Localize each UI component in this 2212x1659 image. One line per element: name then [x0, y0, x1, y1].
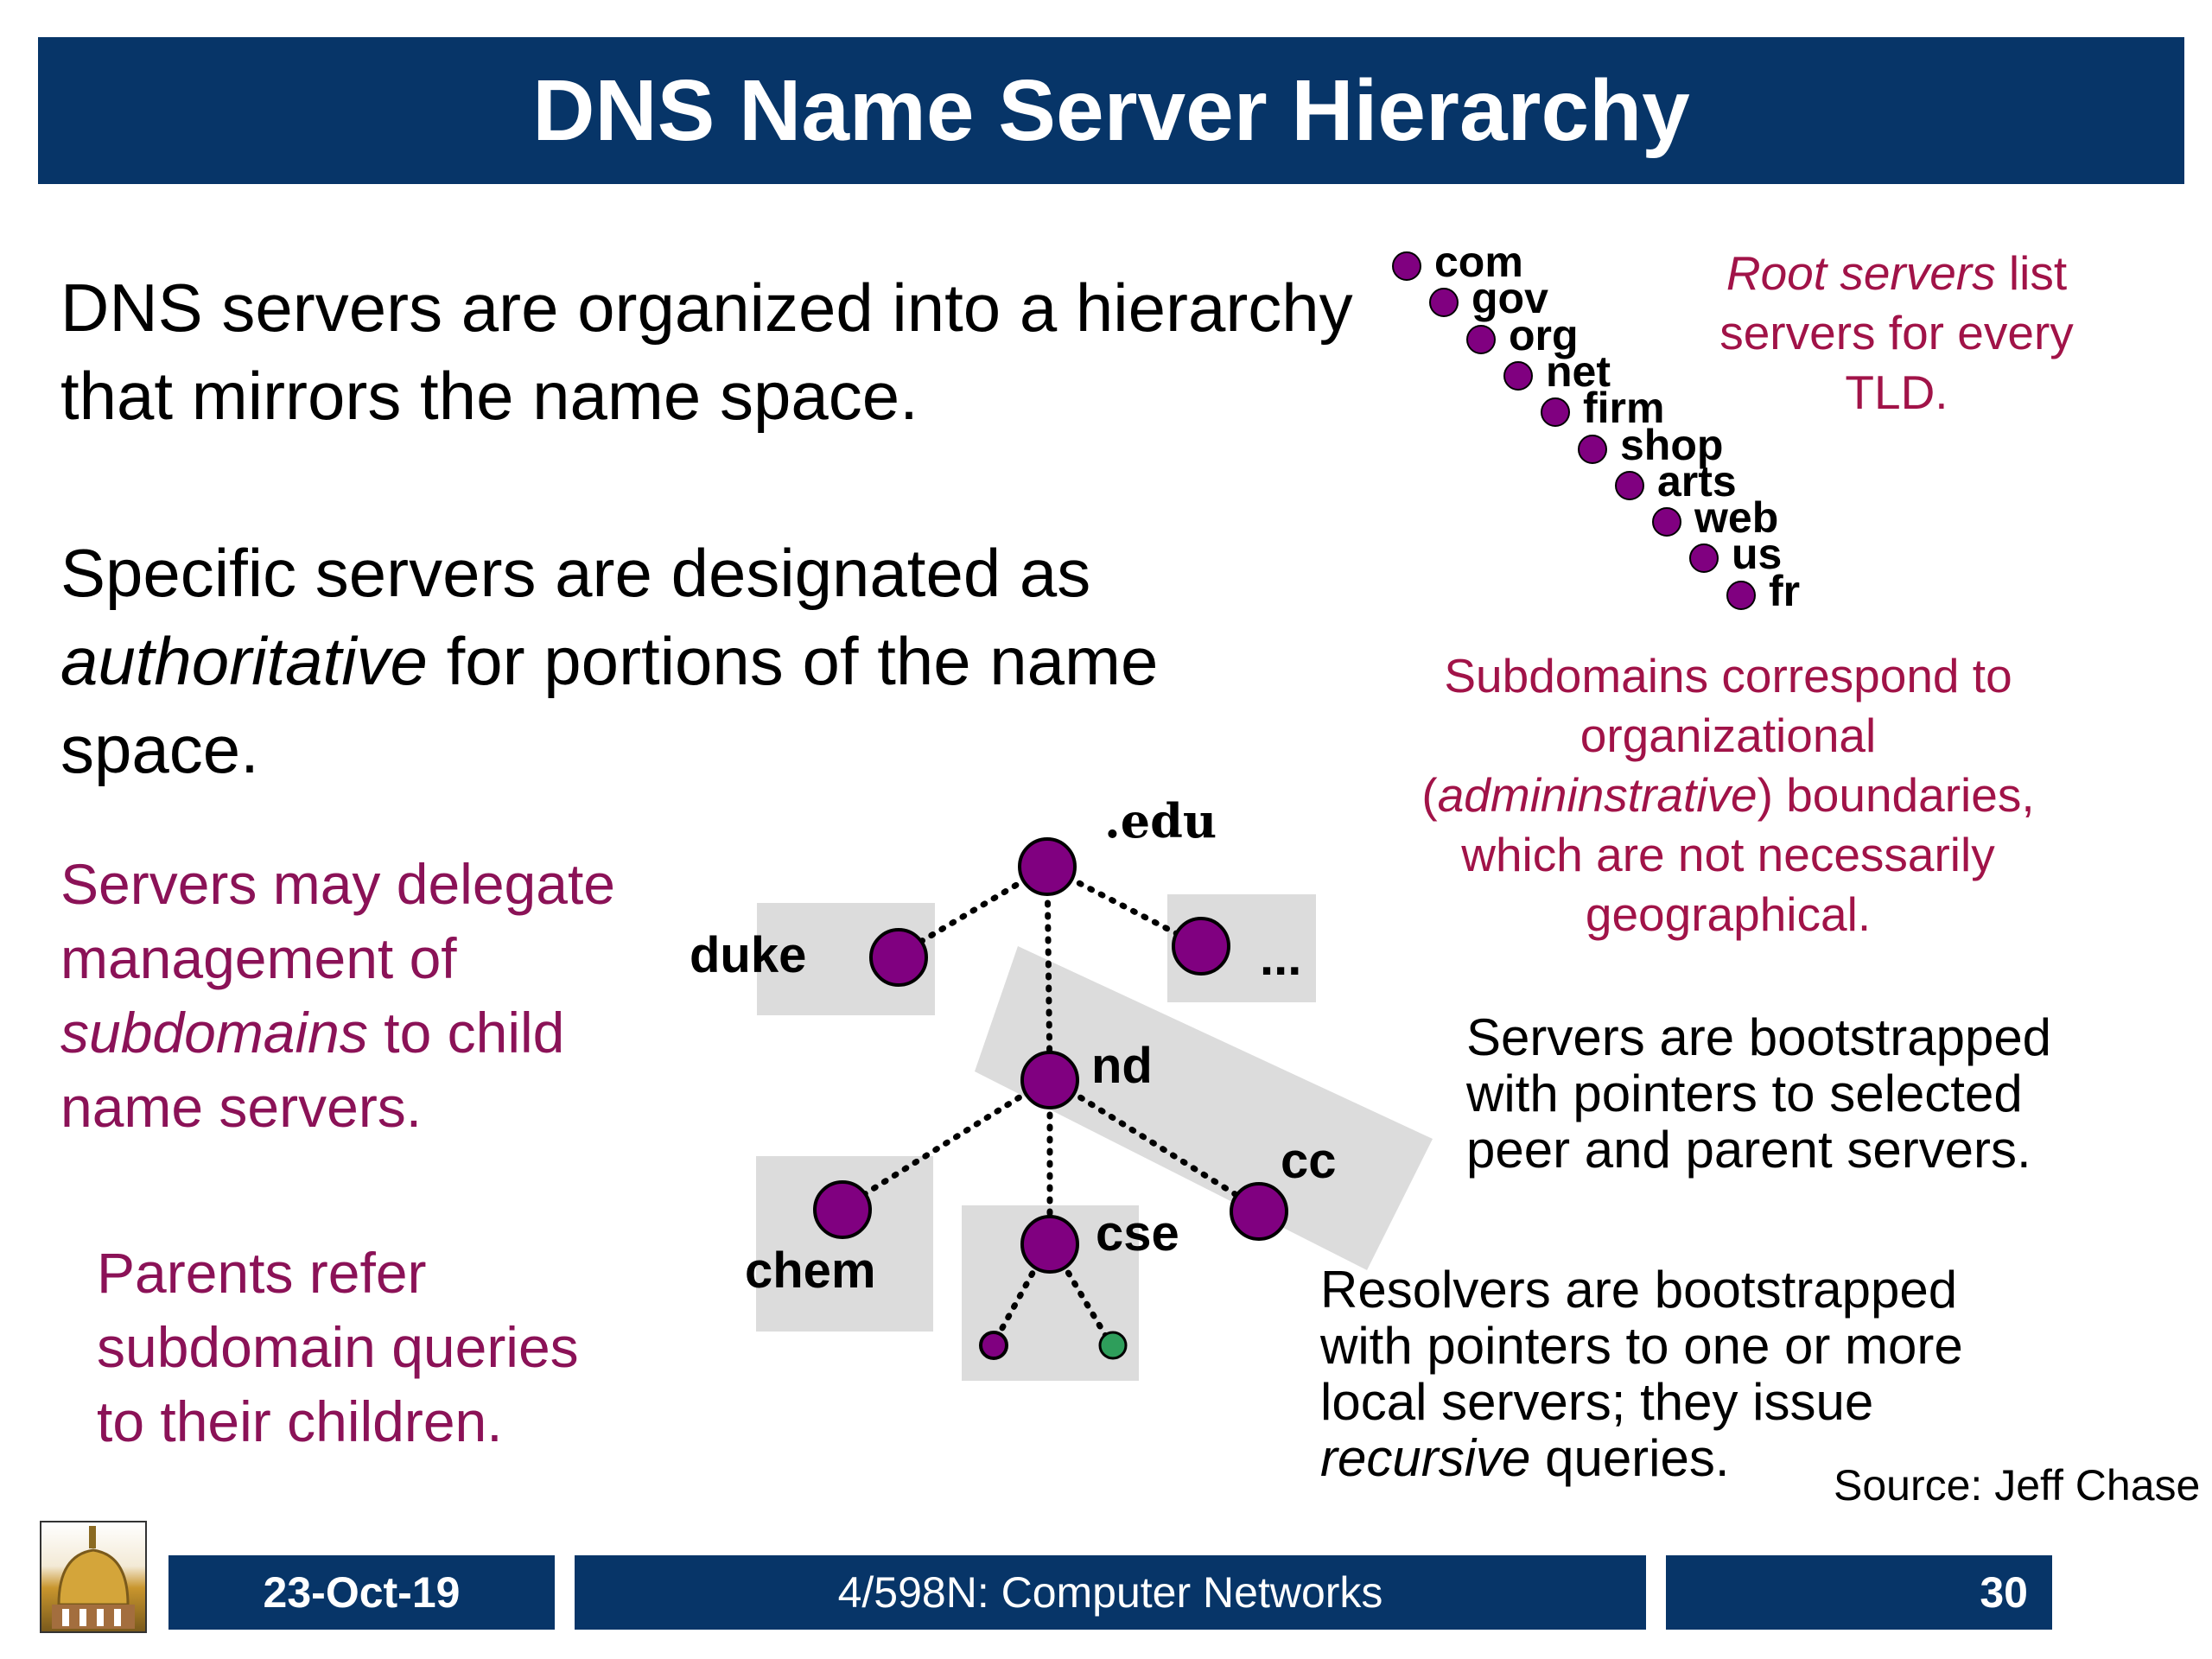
nd-cc-shade-box: [975, 946, 1433, 1270]
tld-node-7: [1652, 507, 1681, 537]
edge-nd-chem: [839, 1075, 1053, 1211]
parents-line-1: Parents refer: [97, 1241, 427, 1305]
tld-label: firm: [1583, 384, 1665, 433]
delegate-line-4: name servers.: [60, 1075, 423, 1139]
authoritative-line-3: space.: [60, 711, 259, 787]
bootstrap-line-3: peer and parent servers.: [1466, 1121, 2031, 1179]
bootstrap-line-2: with pointers to selected: [1466, 1065, 2023, 1122]
tld-label: org: [1509, 310, 1579, 359]
resolvers-rest: queries.: [1530, 1429, 1730, 1487]
dome-logo: [40, 1521, 147, 1633]
delegate-note: Servers may delegate management of subdo…: [60, 847, 615, 1144]
tld-label: com: [1434, 238, 1523, 286]
parents-note: Parents refer subdomain queries to their…: [97, 1236, 579, 1459]
bootstrap-note: Servers are bootstrapped with pointers t…: [1466, 1009, 2051, 1178]
footer-course: 4/598N: Computer Networks: [575, 1555, 1646, 1630]
tld-label: gov: [1471, 274, 1548, 323]
duke-node: [869, 928, 928, 987]
delegate-line-2: management of: [60, 926, 457, 990]
bootstrap-line-1: Servers are bootstrapped: [1466, 1008, 2052, 1066]
tld-label: net: [1546, 346, 1611, 396]
parents-line-2: subdomain queries: [97, 1315, 579, 1379]
authoritative-rest: for portions of the name: [427, 623, 1159, 699]
subdomains-line-4: which are not necessarily: [1461, 828, 1995, 881]
tld-label: fr: [1769, 566, 1801, 615]
cse-label: cse: [1096, 1205, 1179, 1262]
slide-title: DNS Name Server Hierarchy: [532, 62, 1690, 159]
resolvers-line-2: with pointers to one or more: [1320, 1317, 1963, 1375]
resolvers-note: Resolvers are bootstrapped with pointers…: [1320, 1262, 1963, 1486]
edge-cse-right-leaf: [1046, 1238, 1114, 1347]
authoritative-term: authoritative: [60, 623, 428, 699]
subdomains-note: Subdomains correspond to organizational …: [1382, 646, 2074, 944]
edu-label: .edu: [1104, 793, 1217, 849]
tld-node-4: [1541, 397, 1570, 428]
chem-node: [813, 1180, 872, 1239]
authoritative-paragraph: Specific servers are designated as autho…: [60, 529, 1357, 793]
edge-cse-left-leaf: [990, 1238, 1053, 1347]
resolvers-italic: recursive: [1320, 1429, 1531, 1487]
root-note-line-2: servers for every: [1719, 306, 2074, 359]
nd-node: [1020, 1051, 1079, 1109]
edge-edu-nd: [1044, 863, 1053, 1082]
cse-right-leaf-node: [1098, 1331, 1128, 1360]
tld-node-1: [1429, 288, 1459, 318]
footer-page-number: 30: [1666, 1555, 2052, 1630]
delegate-line-1: Servers may delegate: [60, 852, 615, 916]
ellipsis-node: [1172, 917, 1230, 976]
cse-node: [1020, 1215, 1079, 1274]
cc-node: [1230, 1182, 1288, 1241]
edu-node: [1018, 837, 1077, 896]
chem-label: chem: [745, 1243, 876, 1299]
root-note-line-1: Root servers list: [1689, 244, 2104, 303]
edge-nd-cc: [1046, 1075, 1261, 1211]
root-note-line-3: TLD.: [1845, 365, 1948, 419]
tld-label: shop: [1620, 420, 1724, 469]
footer-date: 23-Oct-19: [168, 1555, 555, 1630]
authoritative-line-1: Specific servers are designated as: [60, 535, 1091, 611]
title-bar: DNS Name Server Hierarchy: [38, 37, 2184, 184]
tld-node-2: [1466, 324, 1496, 354]
subdomains-line-2: organizational: [1580, 709, 1877, 762]
subdomains-line-5: geographical.: [1585, 887, 1872, 941]
delegate-rest: to child: [367, 1001, 565, 1065]
dome-logo-image: [52, 1526, 135, 1629]
delegate-italic: subdomains: [60, 1001, 368, 1065]
tld-node-5: [1578, 434, 1607, 464]
tld-node-8: [1689, 543, 1719, 574]
tld-node-6: [1615, 470, 1644, 500]
tld-node-3: [1503, 360, 1533, 391]
resolvers-line-3: local servers; they issue: [1320, 1373, 1874, 1431]
resolvers-line-1: Resolvers are bootstrapped: [1320, 1261, 1958, 1319]
cse-left-leaf-node: [979, 1331, 1008, 1360]
tld-node-0: [1392, 251, 1421, 281]
ellipsis-label: ...: [1260, 930, 1302, 986]
authoritative-line-2: authoritative for portions of the name: [60, 617, 1357, 705]
open-paren: (: [1421, 768, 1438, 822]
cc-label: cc: [1281, 1133, 1337, 1189]
intro-paragraph: DNS servers are organized into a hierarc…: [60, 270, 1353, 434]
root-servers-note: Root servers list servers for every TLD.: [1689, 244, 2104, 423]
duke-label: duke: [690, 927, 807, 983]
root-note-rest: list: [1995, 246, 2068, 300]
parents-line-3: to their children.: [97, 1389, 503, 1453]
subdomains-close: ) boundaries,: [1757, 768, 2035, 822]
delegate-line-3: subdomains to child: [60, 995, 615, 1070]
tld-node-9: [1726, 580, 1756, 610]
tld-label: us: [1732, 530, 1783, 579]
tld-label: web: [1694, 493, 1779, 543]
subdomains-italic: admininstrative: [1437, 768, 1758, 822]
nd-label: nd: [1091, 1038, 1153, 1094]
subdomains-line-3: (admininstrative) boundaries,: [1382, 766, 2074, 825]
subdomains-line-1: Subdomains correspond to: [1444, 649, 2012, 702]
tld-label: arts: [1657, 456, 1737, 505]
source-credit: Source: Jeff Chase: [1834, 1461, 2201, 1510]
resolvers-line-4: recursive queries.: [1320, 1430, 1963, 1486]
root-note-italic: Root servers: [1726, 246, 1996, 300]
